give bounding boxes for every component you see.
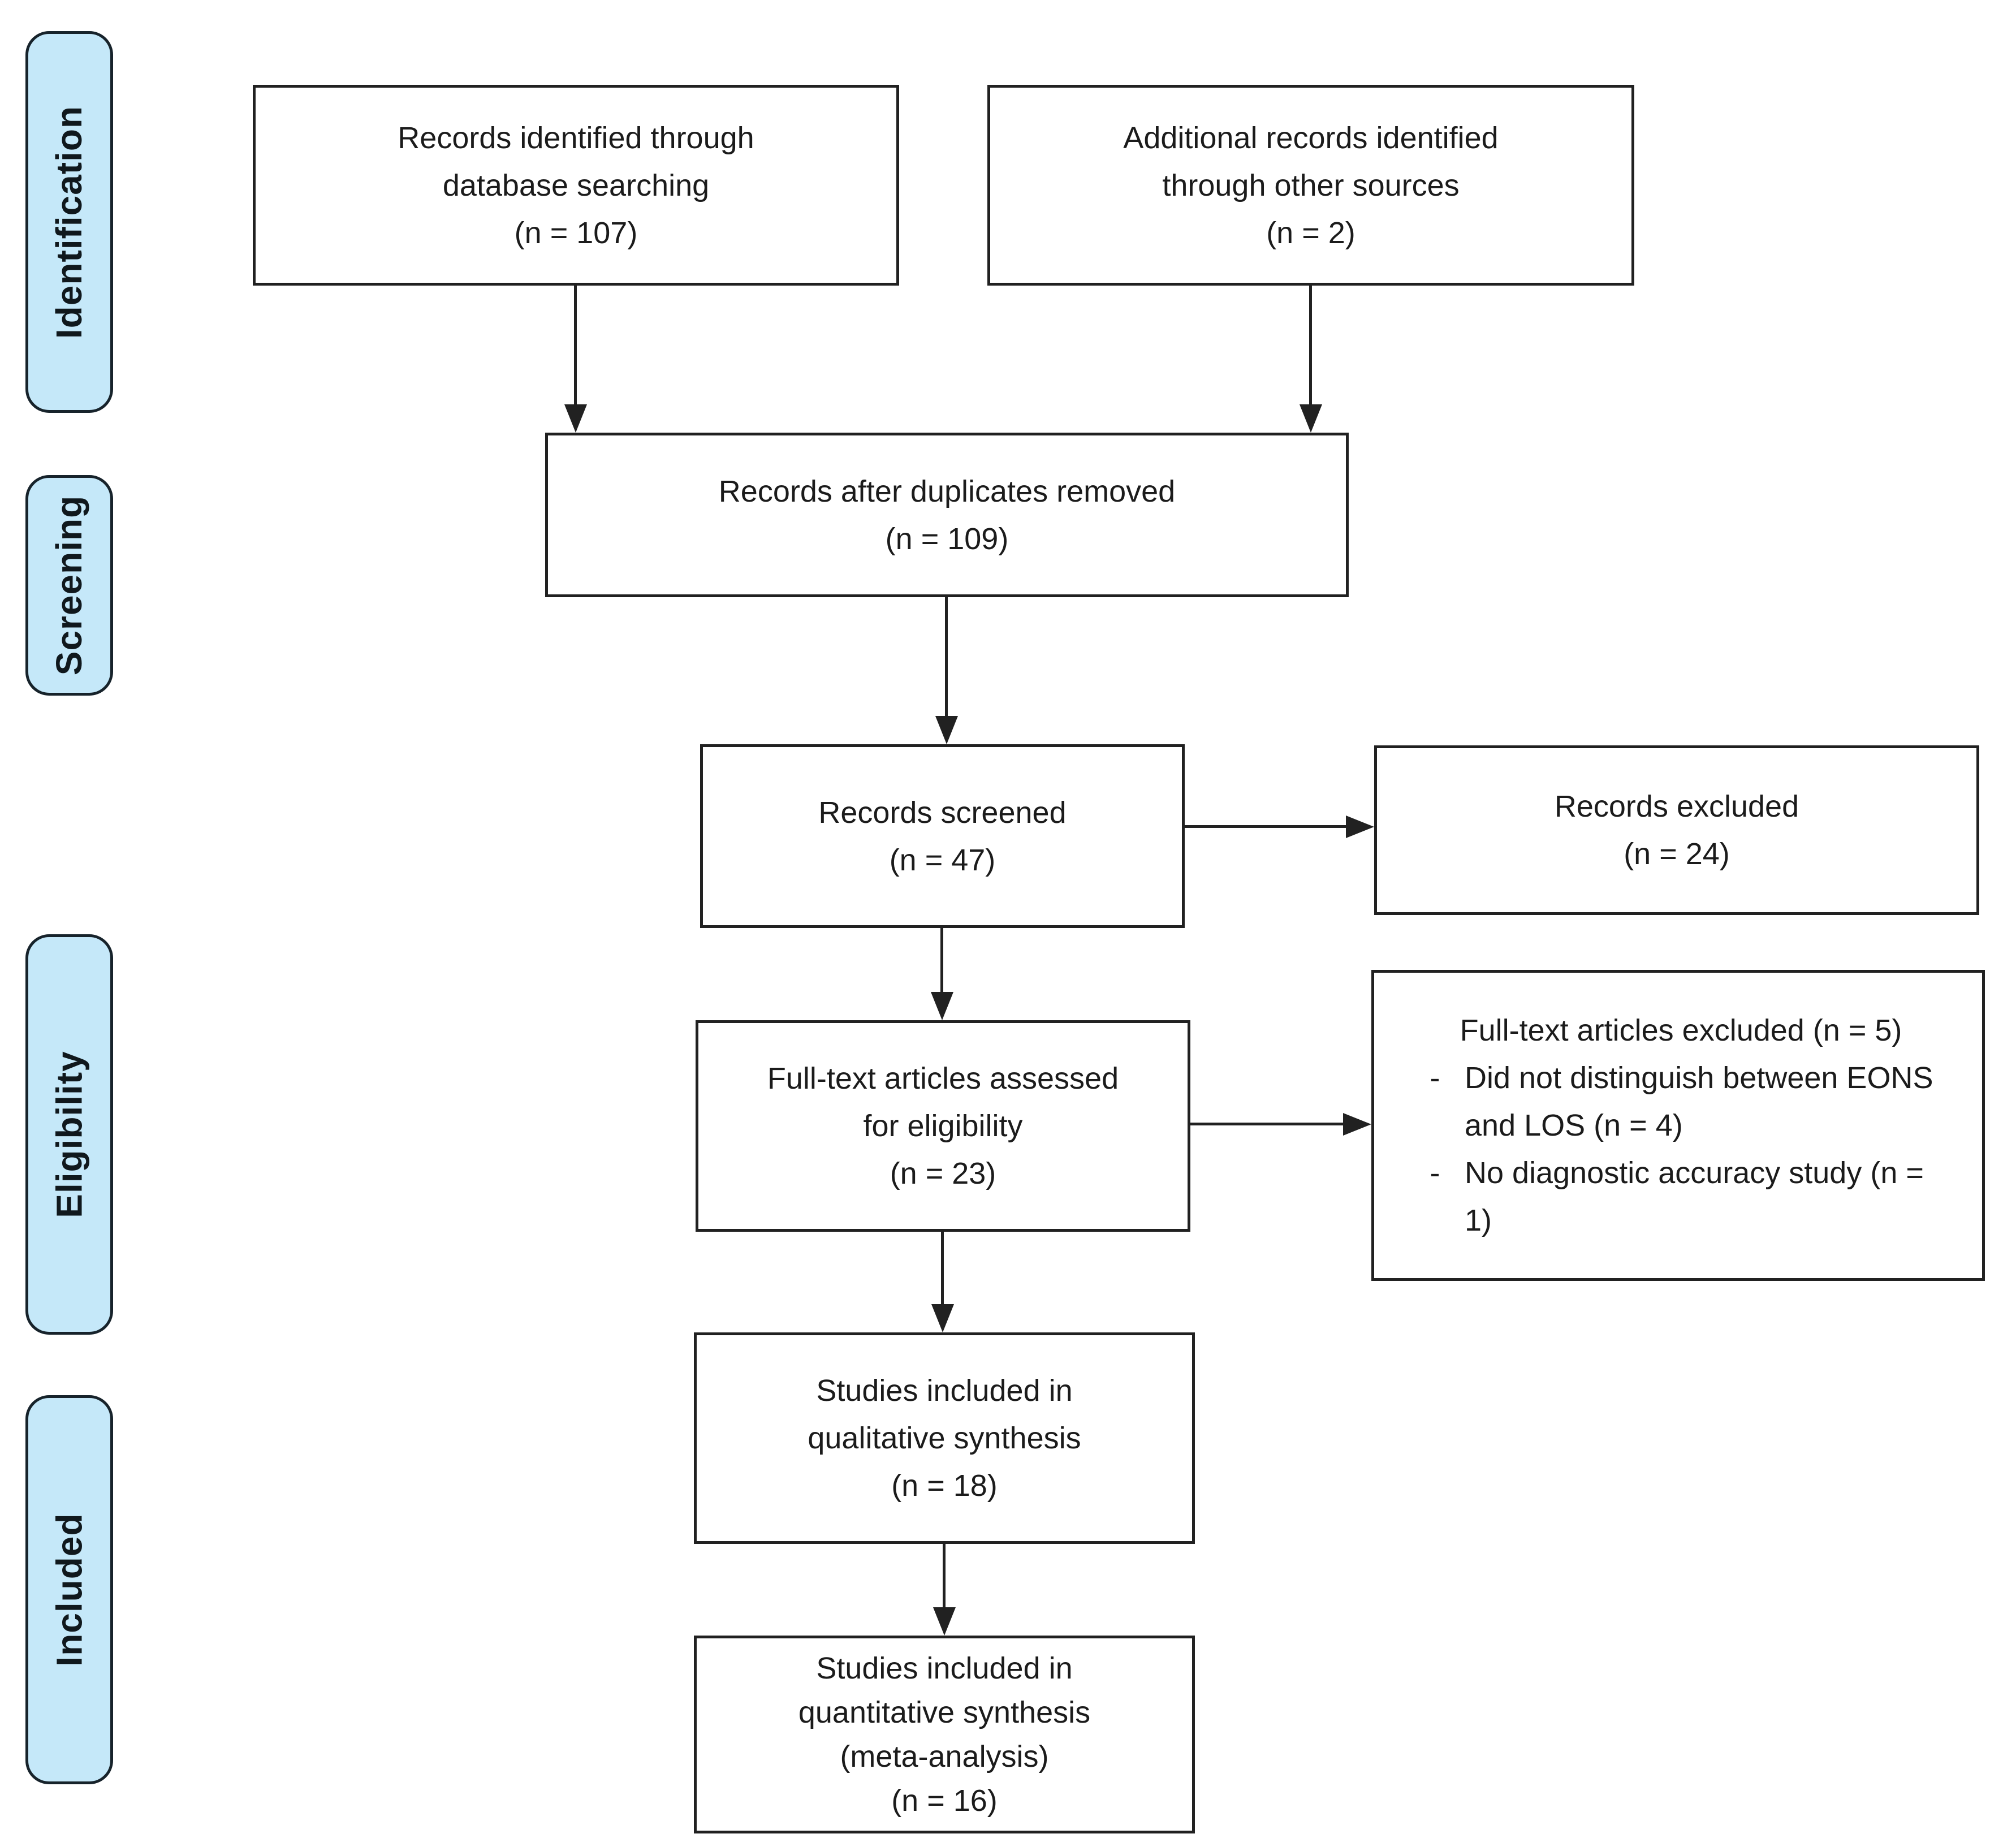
box-line: (n = 23) (890, 1157, 996, 1190)
arrow-screened-to-fulltext-head-icon (931, 992, 953, 1020)
box-line: (n = 107) (514, 215, 638, 250)
box-line: Records excluded (1554, 789, 1799, 823)
box-line: (n = 47) (889, 843, 996, 877)
arrow-fulltext-to-qualitative-line (941, 1232, 944, 1305)
arrow-screened-to-excluded-line (1185, 825, 1347, 828)
box-line: Records after duplicates removed (718, 474, 1176, 508)
box-line: (n = 16) (891, 1784, 998, 1818)
box-records-screened: Records screened (n = 47) (700, 744, 1185, 928)
box-line: quantitative synthesis (798, 1695, 1091, 1729)
box-additional-records-other-sources: Additional records identified through ot… (987, 85, 1634, 286)
stage-label-identification-text: Identification (49, 105, 90, 339)
stage-label-eligibility: Eligibility (25, 934, 113, 1335)
arrow-other-to-duplicates-head-icon (1300, 404, 1322, 433)
box-line: through other sources (1162, 168, 1460, 202)
arrow-fulltext-to-qualitative-head-icon (931, 1304, 954, 1332)
stage-label-screening: Screening (25, 475, 113, 696)
stage-label-included: Included (25, 1395, 113, 1784)
bullet-text: No diagnostic accuracy study (n = 1) (1465, 1156, 1924, 1237)
arrow-assessed-to-excluded-head-icon (1343, 1113, 1371, 1136)
bullet-text: Did not distinguish between EONS and LOS… (1465, 1061, 1933, 1142)
stage-label-screening-text: Screening (49, 495, 90, 676)
box-records-identified-database: Records identified through database sear… (253, 85, 899, 286)
arrow-screened-to-fulltext-line (940, 928, 943, 993)
arrow-assessed-to-excluded-line (1190, 1123, 1344, 1125)
arrow-screened-to-excluded-head-icon (1346, 816, 1374, 838)
box-line: Studies included in (816, 1651, 1073, 1685)
box-qualitative-synthesis: Studies included in qualitative synthesi… (694, 1332, 1195, 1544)
box-line: (n = 109) (885, 521, 1009, 556)
arrow-qualitative-to-quantitative-line (943, 1544, 946, 1608)
fulltext-excluded-title: Full-text articles excluded (n = 5) (1460, 1013, 1902, 1047)
stage-label-included-text: Included (49, 1513, 90, 1667)
box-line: (n = 18) (891, 1469, 998, 1503)
box-records-after-duplicates-removed: Records after duplicates removed (n = 10… (545, 433, 1349, 597)
arrow-db-to-duplicates-line (574, 286, 577, 405)
arrow-duplicates-to-screened-head-icon (935, 716, 958, 744)
box-line: (n = 24) (1624, 837, 1730, 871)
box-line: Records screened (818, 795, 1067, 830)
box-line: Records identified through (398, 120, 754, 155)
stage-label-identification: Identification (25, 31, 113, 413)
box-line: database searching (442, 168, 710, 202)
box-line: for eligibility (863, 1109, 1023, 1143)
box-quantitative-synthesis: Studies included in quantitative synthes… (694, 1636, 1195, 1833)
arrow-other-to-duplicates-line (1309, 286, 1312, 405)
arrow-db-to-duplicates-head-icon (564, 404, 587, 433)
box-fulltext-articles-excluded: Full-text articles excluded (n = 5) - Di… (1371, 970, 1985, 1281)
box-line: (meta-analysis) (840, 1740, 1049, 1774)
fulltext-excluded-bullet-1: - Did not distinguish between EONS and L… (1405, 1054, 1957, 1149)
box-line: (n = 2) (1266, 215, 1355, 250)
box-records-excluded: Records excluded (n = 24) (1374, 745, 1979, 915)
bullet-dash: - (1430, 1061, 1440, 1095)
bullet-dash: - (1430, 1156, 1440, 1190)
stage-label-eligibility-text: Eligibility (49, 1051, 90, 1218)
arrow-duplicates-to-screened-line (945, 597, 948, 717)
arrow-qualitative-to-quantitative-head-icon (933, 1607, 956, 1636)
box-line: Studies included in (816, 1374, 1073, 1408)
box-line: Additional records identified (1123, 120, 1499, 155)
box-line: Full-text articles assessed (767, 1062, 1119, 1095)
box-line: qualitative synthesis (808, 1421, 1081, 1455)
box-fulltext-articles-assessed: Full-text articles assessed for eligibil… (696, 1020, 1190, 1232)
fulltext-excluded-bullet-2: - No diagnostic accuracy study (n = 1) (1405, 1149, 1957, 1244)
